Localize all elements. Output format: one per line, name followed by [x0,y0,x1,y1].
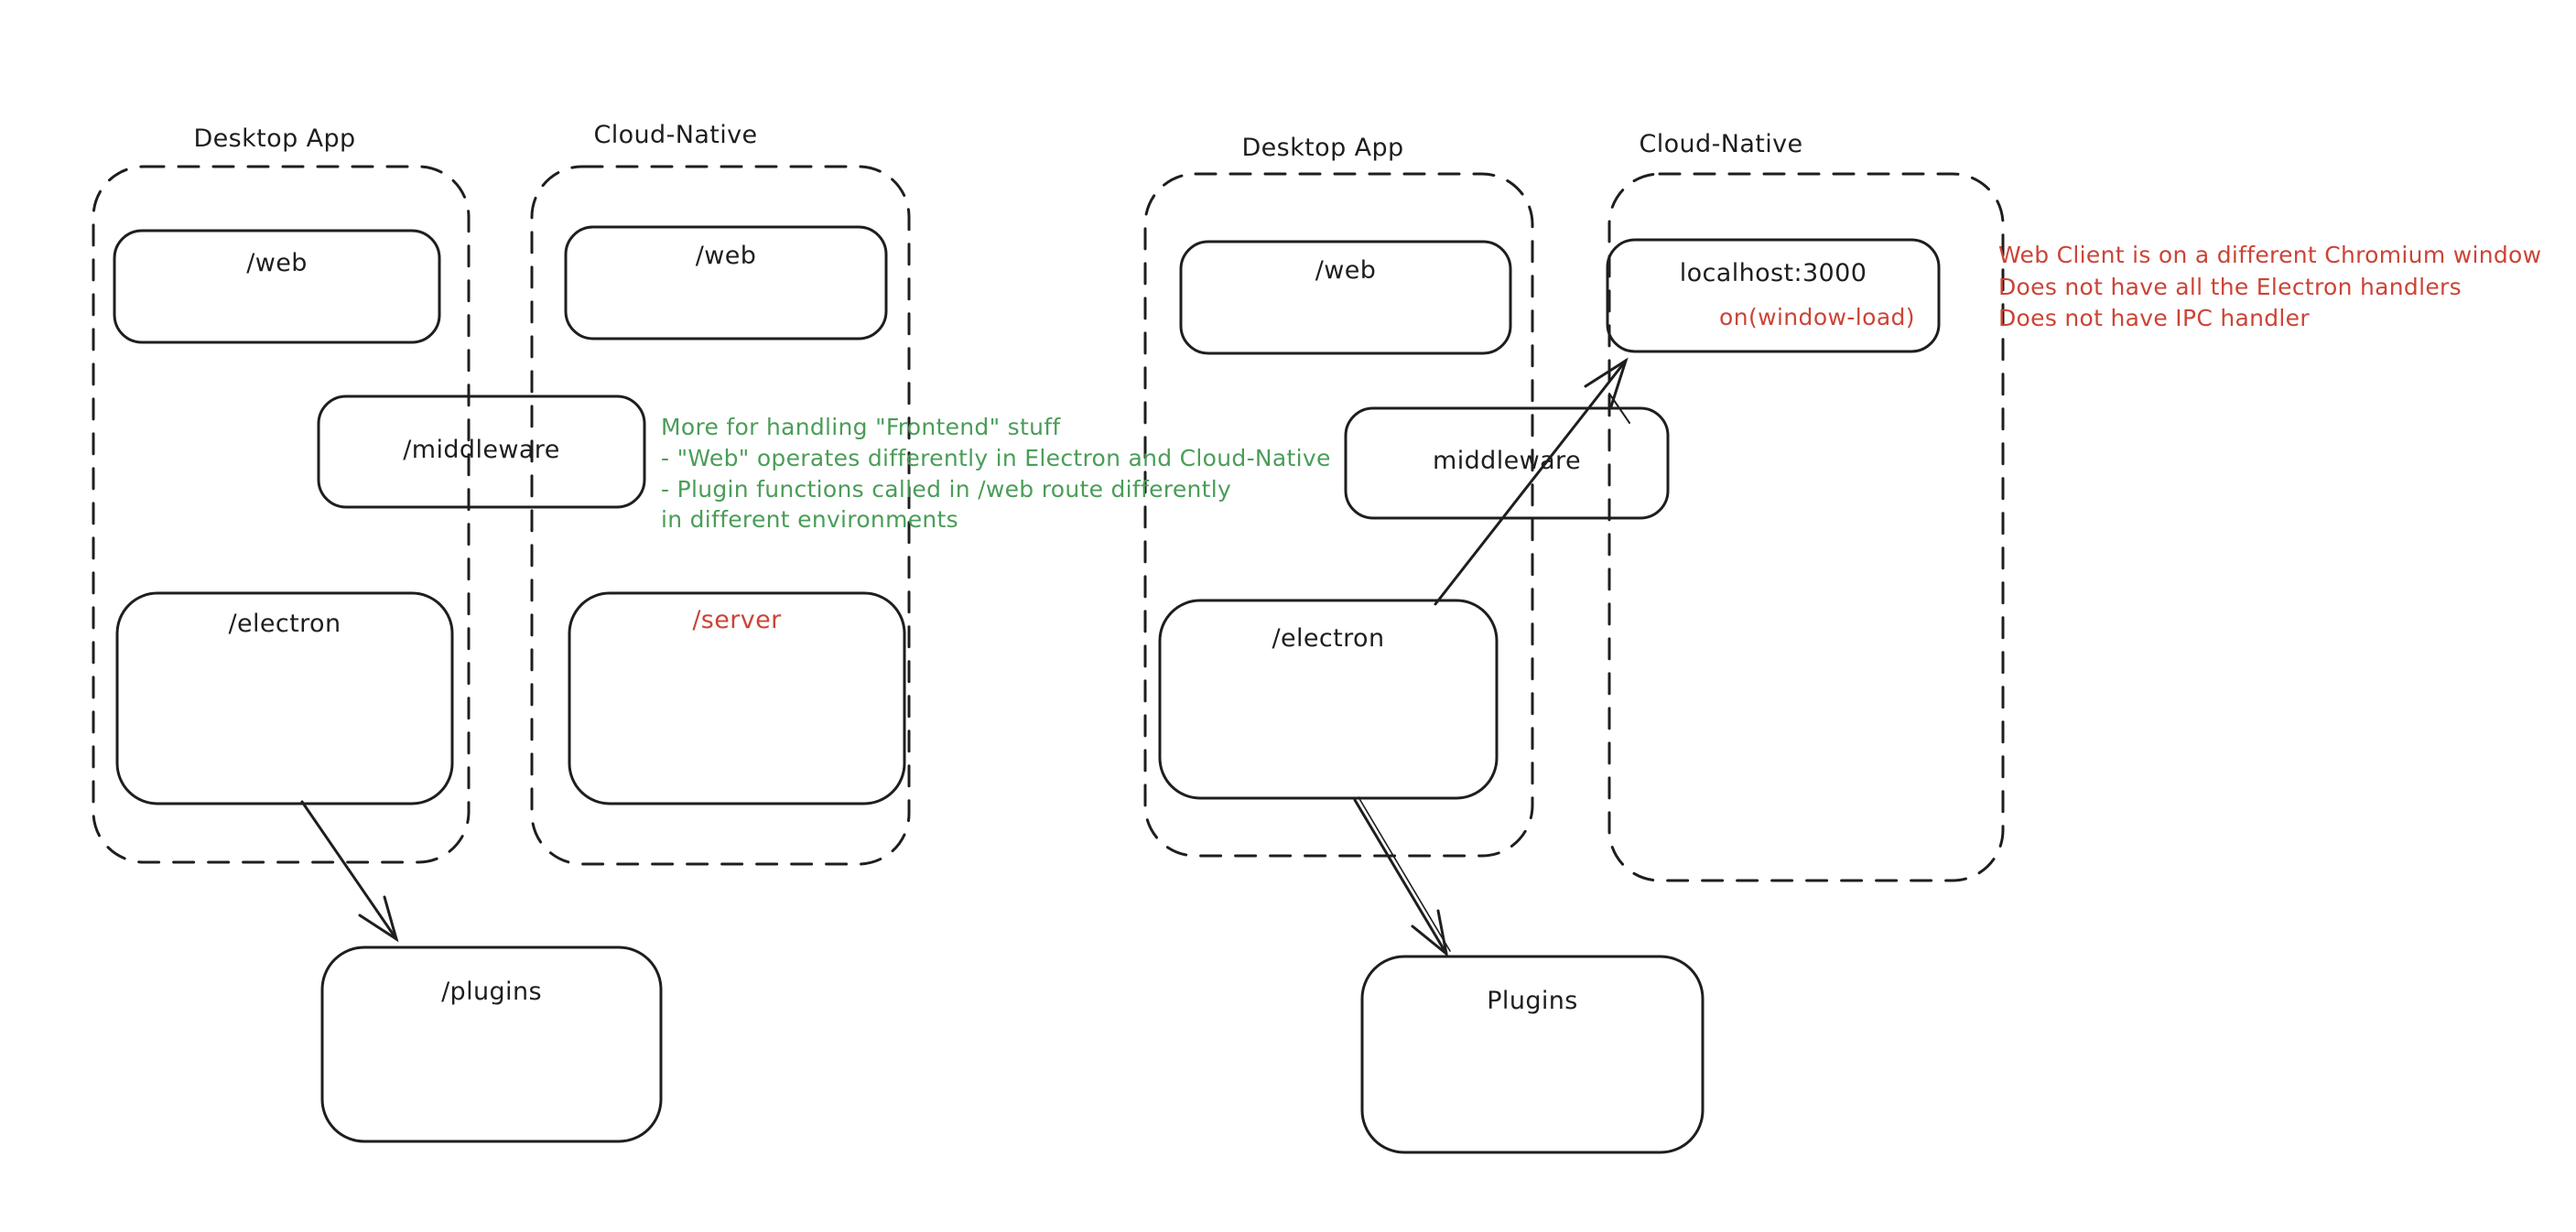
green-note-line-3: - Plugin functions called in /web route … [661,476,1232,503]
green-note-line-2: - "Web" operates differently in Electron… [661,445,1331,471]
left-desktop-app-container [92,165,471,864]
right-desktop-app-title: Desktop App [1241,134,1404,162]
left-arrowhead-icon [358,895,399,943]
right-electron-to-plugins-arrow [1353,798,1448,956]
red-note-line-3: Does not have IPC handler [1998,305,2310,331]
green-note-line-4: in different environments [661,506,958,533]
left-middleware-box [317,394,646,509]
right-localhost-title-label: localhost:3000 [1679,259,1867,287]
left-plugins-box [320,946,663,1143]
left-cloud-native-container [530,165,911,866]
right-web-label: /web [1315,256,1377,285]
right-electron-to-plugins-arrow-double-stroke [1358,796,1451,952]
left-electron-to-plugins-arrow [300,800,398,941]
right-plugins-box [1360,955,1705,1154]
left-server-box [568,591,906,805]
right-cloud-native-container [1607,172,2005,882]
left-middleware-label: /middleware [403,436,560,464]
right-web-box [1179,240,1512,355]
right-plugins-label: Plugins [1487,987,1578,1015]
right-electron-box [1158,599,1499,800]
left-desktop-app-title: Desktop App [193,124,356,153]
left-web-cloud-label: /web [695,242,757,270]
red-note-line-1: Web Client is on a different Chromium wi… [1998,242,2542,268]
right-localhost-box [1606,238,1941,353]
right-up-arrowhead-extra-stroke [1608,393,1630,424]
red-note-line-2: Does not have all the Electron handlers [1998,274,2462,300]
left-plugins-label: /plugins [441,978,542,1006]
right-localhost-sub-label: on(window-load) [1719,304,1915,330]
right-middleware-label: middleware [1433,447,1581,475]
right-desktop-app-container [1143,172,1534,858]
right-up-arrowhead-icon [1584,357,1629,408]
left-web-desktop-box [113,229,441,344]
green-note-line-1: More for handling "Frontend" stuff [661,414,1061,440]
right-down-arrowhead-icon [1411,909,1449,957]
right-electron-label: /electron [1272,624,1385,653]
left-electron-box [115,591,454,805]
right-electron-to-localhost-arrow [1434,359,1628,606]
left-web-cloud-box [564,225,888,340]
left-cloud-native-title: Cloud-Native [593,121,758,149]
right-cloud-native-title: Cloud-Native [1639,130,1803,158]
left-electron-label: /electron [228,610,341,638]
right-middleware-box [1344,406,1670,520]
left-web-desktop-label: /web [246,249,308,277]
left-server-label: /server [692,606,782,634]
